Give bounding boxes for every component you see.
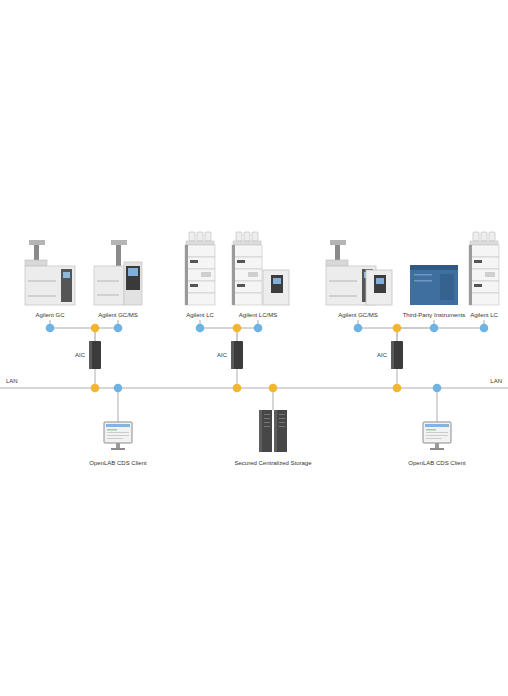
junction-dot	[91, 384, 100, 393]
instrument-node: Third-Party Instruments	[401, 258, 468, 320]
storage-icon	[259, 410, 272, 452]
node-label: OpenLAB CDS Client	[408, 459, 465, 468]
aic-box	[231, 341, 243, 369]
junction-dot	[430, 324, 439, 333]
node-label: Agilent GC/MS	[98, 311, 138, 320]
junction-dot	[393, 384, 402, 393]
third-party-icon	[410, 265, 458, 305]
lc-icon	[185, 232, 215, 305]
instrument-node: Agilent LC	[180, 226, 220, 320]
gc-icon	[25, 240, 75, 305]
network-connector	[397, 320, 434, 341]
aic-node: AIC	[74, 341, 101, 369]
network-connector	[397, 320, 484, 341]
aic-node: AIC	[216, 341, 243, 369]
junction-dot	[233, 324, 242, 333]
junction-dot	[114, 384, 123, 393]
junction-dot	[46, 324, 55, 333]
node-label: AIC	[377, 351, 387, 360]
aic-box	[89, 341, 101, 369]
network-connector	[50, 320, 95, 341]
device-node: Secured Centralized Storage	[227, 406, 319, 468]
junction-dot	[354, 324, 363, 333]
lc-icon	[469, 232, 499, 305]
instrument-node: Agilent GC/MS	[90, 232, 146, 320]
node-label: Secured Centralized Storage	[234, 459, 311, 468]
instrument-node: Agilent GC/MS	[323, 232, 393, 320]
instrument-node: Agilent LC/MS	[228, 226, 288, 320]
gcms-icon	[94, 240, 142, 305]
network-label: LAN	[6, 377, 18, 385]
node-label: AIC	[75, 351, 85, 360]
node-label: Agilent LC	[186, 311, 214, 320]
node-label: Third-Party Instruments	[403, 311, 466, 320]
node-label: Agilent LC/MS	[239, 311, 277, 320]
junction-dot	[114, 324, 123, 333]
junction-dot	[254, 324, 263, 333]
junction-dot	[433, 384, 442, 393]
lan-line	[0, 387, 508, 389]
instrument-node: Agilent LC	[467, 226, 501, 320]
aic-box	[391, 341, 403, 369]
junction-dot	[269, 384, 278, 393]
storage-icon	[274, 410, 287, 452]
node-label: AIC	[217, 351, 227, 360]
drop-line	[436, 388, 438, 422]
junction-dot	[480, 324, 489, 333]
device-node: OpenLAB CDS Client	[405, 420, 469, 468]
aic-node: AIC	[376, 341, 403, 369]
drop-line	[117, 388, 119, 422]
junction-dot	[393, 324, 402, 333]
network-connector	[200, 320, 237, 341]
monitor-icon	[104, 422, 132, 450]
ms-icon	[366, 270, 392, 305]
node-label: Agilent GC	[35, 311, 64, 320]
device-node: OpenLAB CDS Client	[86, 420, 150, 468]
network-label: LAN	[490, 377, 502, 385]
junction-dot	[233, 384, 242, 393]
ms-icon	[263, 270, 289, 305]
instrument-node: Agilent GC	[22, 232, 78, 320]
node-label: Agilent LC	[470, 311, 498, 320]
monitor-icon	[423, 422, 451, 450]
node-label: OpenLAB CDS Client	[89, 459, 146, 468]
junction-dot	[91, 324, 100, 333]
junction-dot	[196, 324, 205, 333]
node-label: Agilent GC/MS	[338, 311, 378, 320]
lc-icon	[232, 232, 262, 305]
network-connector	[358, 320, 397, 341]
